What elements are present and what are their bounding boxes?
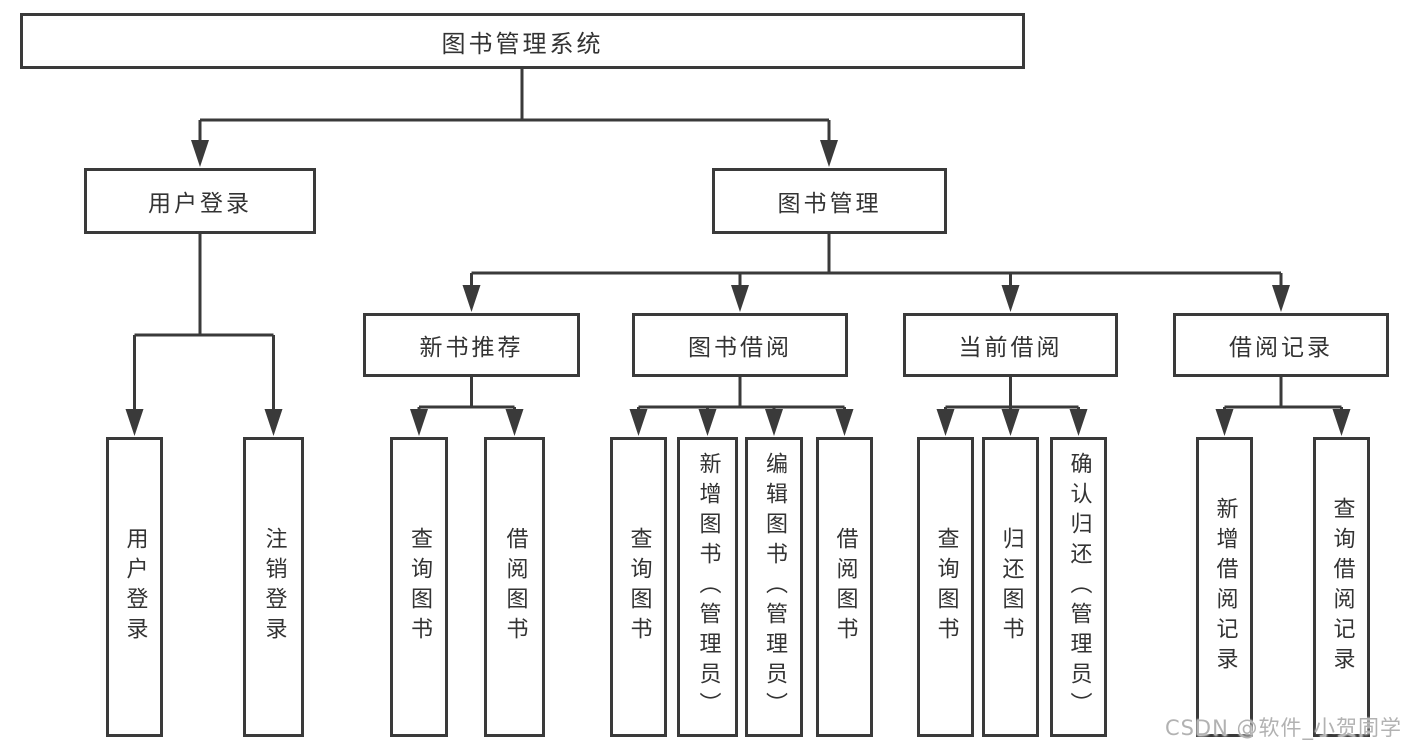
connector-book-borrow: [637, 377, 846, 412]
node-leaf-add-book-admin: 新增图书（管理员）: [677, 437, 738, 737]
arrowhead: [731, 285, 749, 312]
arrowhead: [125, 409, 144, 436]
node-leaf-query-books-1: 查询图书: [390, 437, 448, 737]
node-new-book-recommend: 新书推荐: [363, 313, 580, 377]
arrowhead: [765, 409, 783, 436]
arrowhead: [505, 409, 524, 436]
watermark: CSDN @软件_小贺同学: [1164, 716, 1402, 740]
node-leaf-borrow-books-2: 借阅图书: [816, 437, 873, 737]
node-leaf-borrow-books-1: 借阅图书: [484, 437, 545, 737]
connector-book-management: [470, 234, 1283, 290]
arrowhead: [1215, 409, 1234, 436]
arrowhead: [936, 409, 955, 436]
arrowhead: [698, 409, 717, 436]
arrowhead: [820, 140, 838, 167]
connector-current-borrow: [944, 377, 1080, 412]
node-label: 用户登录: [122, 527, 148, 647]
node-leaf-return-books: 归还图书: [982, 437, 1039, 737]
node-label: 查询图书: [407, 527, 432, 647]
node-library-system: 图书管理系统: [20, 13, 1025, 69]
arrowhead: [1069, 409, 1088, 436]
node-borrowing-records: 借阅记录: [1173, 313, 1389, 377]
arrowhead: [835, 409, 854, 436]
arrowhead: [264, 409, 283, 436]
node-label: 新增图书（管理员）: [695, 452, 721, 722]
node-leaf-user-login: 用户登录: [106, 437, 163, 737]
node-leaf-query-borrow-record: 查询借阅记录: [1313, 437, 1370, 737]
node-leaf-edit-book-admin: 编辑图书（管理员）: [745, 437, 803, 737]
node-leaf-query-books-3: 查询图书: [917, 437, 974, 737]
node-book-management: 图书管理: [712, 168, 947, 234]
node-label: 注销登录: [261, 527, 287, 647]
arrowhead: [1001, 285, 1020, 312]
arrowhead: [191, 140, 209, 167]
node-book-borrowing: 图书借阅: [632, 313, 848, 377]
node-label: 确认归还（管理员）: [1066, 452, 1092, 722]
node-leaf-logout: 注销登录: [243, 437, 304, 737]
connector-root: [198, 69, 831, 146]
arrowhead: [462, 285, 481, 312]
node-label: 查询图书: [626, 527, 652, 647]
node-current-borrowing: 当前借阅: [903, 313, 1118, 377]
arrowhead: [629, 409, 648, 436]
arrowhead: [1272, 285, 1290, 312]
arrowhead: [410, 409, 428, 436]
node-label: 借阅图书: [832, 527, 858, 647]
arrowhead: [1332, 409, 1351, 436]
node-label: 查询借阅记录: [1329, 497, 1355, 677]
node-label: 编辑图书（管理员）: [762, 452, 787, 722]
node-label: 归还图书: [998, 527, 1024, 647]
arrowhead: [1001, 409, 1020, 436]
node-leaf-confirm-return-admin: 确认归还（管理员）: [1050, 437, 1107, 737]
node-leaf-add-borrow-record: 新增借阅记录: [1196, 437, 1253, 737]
node-label: 新增借阅记录: [1212, 497, 1238, 677]
node-leaf-query-books-2: 查询图书: [610, 437, 667, 737]
node-label: 查询图书: [933, 527, 959, 647]
connector-new-book: [417, 377, 516, 412]
connector-user-login: [133, 234, 275, 412]
connector-borrow-records: [1223, 377, 1343, 412]
node-user-login: 用户登录: [84, 168, 316, 234]
node-label: 借阅图书: [502, 527, 528, 647]
